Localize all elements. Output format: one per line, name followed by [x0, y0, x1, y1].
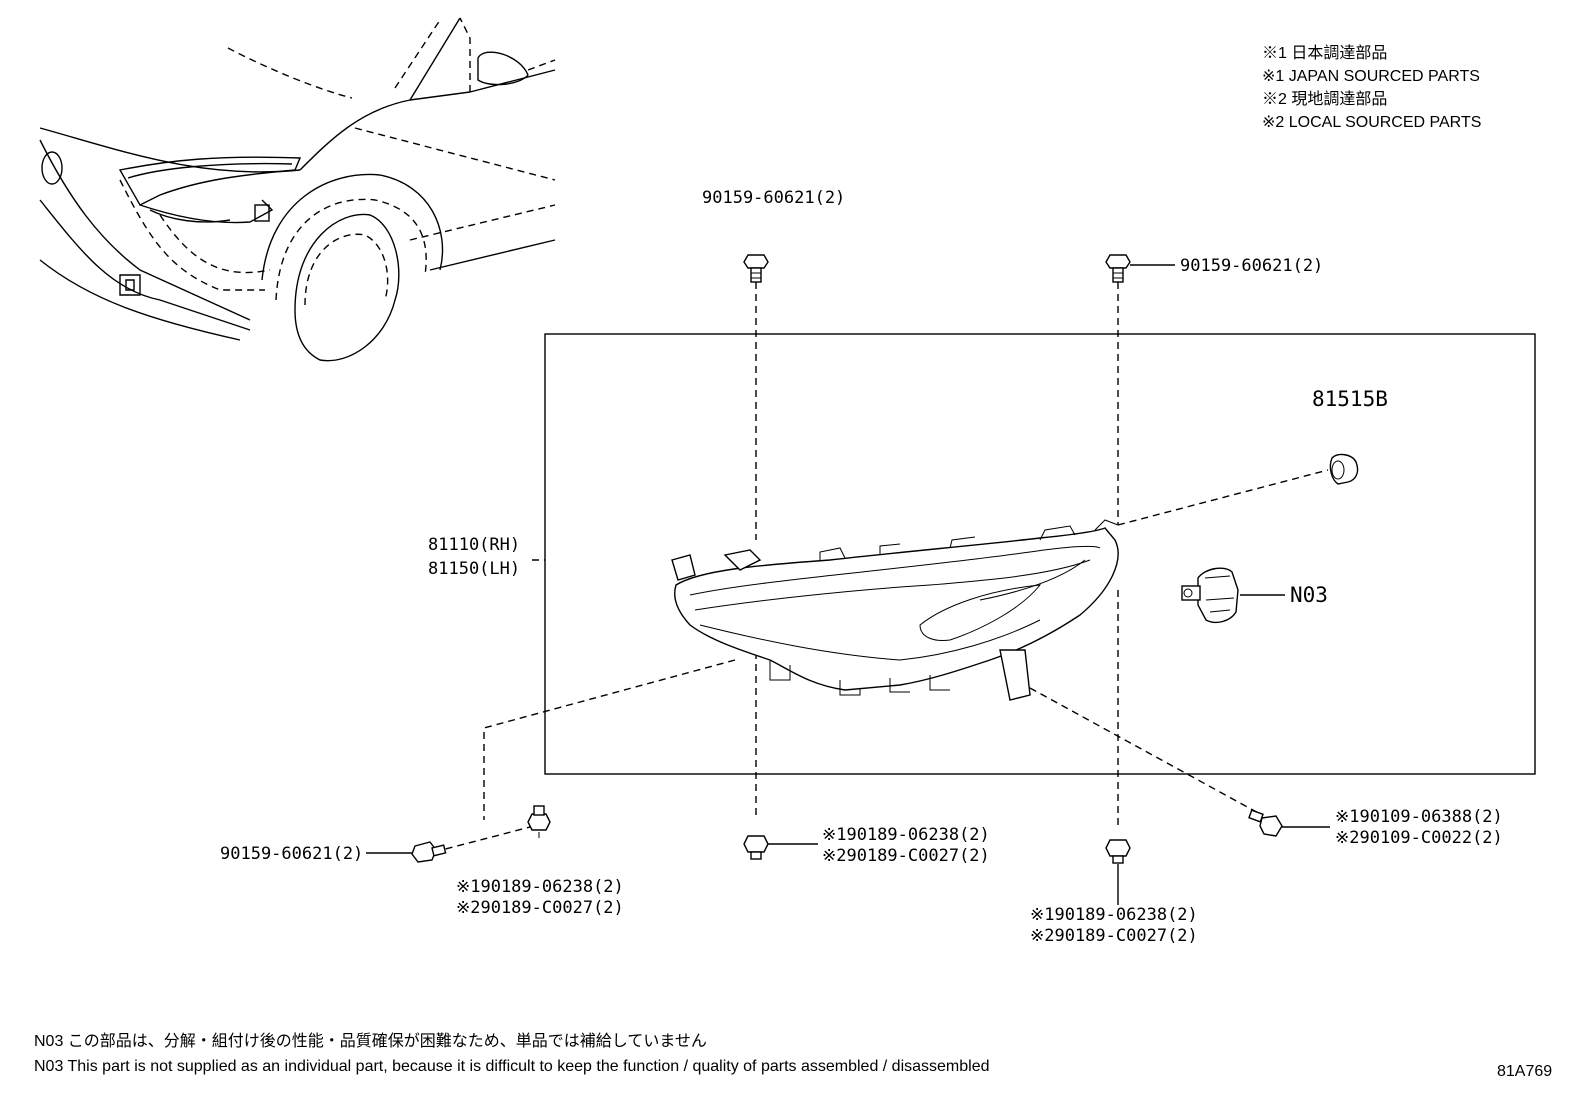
nut-right-icon	[1105, 839, 1131, 864]
label-nut-center-2: ※290189-C0027(2)	[822, 846, 990, 866]
label-nut-center-1: ※190189-06238(2)	[822, 825, 990, 845]
label-socket: 81515B	[1312, 387, 1388, 411]
label-headlamp-lh: 81150(LH)	[428, 559, 520, 579]
assembly-lines	[433, 282, 1329, 853]
label-nut-left-2: ※290189-C0027(2)	[456, 898, 624, 918]
leveling-motor-icon	[1181, 567, 1239, 624]
bolt-top-left-icon	[743, 254, 769, 283]
bolt-top-right-icon	[1105, 254, 1131, 283]
label-screw-right-1: ※190109-06388(2)	[1335, 807, 1503, 827]
legend-line-2: ※1 JAPAN SOURCED PARTS	[1262, 68, 1480, 85]
label-nut-left-1: ※190189-06238(2)	[456, 877, 624, 897]
label-bolt-left: 90159-60621(2)	[220, 844, 363, 864]
label-screw-right-2: ※290109-C0022(2)	[1335, 828, 1503, 848]
nut-center-icon	[743, 835, 769, 860]
label-motor: N03	[1290, 583, 1328, 607]
note-japanese: N03 この部品は、分解・組付け後の性能・品質確保が困難なため、単品では補給して…	[34, 1032, 707, 1050]
legend-line-4: ※2 LOCAL SOURCED PARTS	[1262, 114, 1481, 131]
legend: ※1 日本調達部品 ※1 JAPAN SOURCED PARTS ※2 現地調達…	[1262, 44, 1481, 131]
legend-line-1: ※1 日本調達部品	[1262, 44, 1387, 62]
nut-left-icon	[527, 805, 551, 831]
vehicle-front-illustration	[39, 17, 556, 362]
screw-right-icon	[1248, 809, 1283, 837]
assembly-frame	[544, 333, 1536, 775]
headlamp-assembly-icon	[671, 519, 1119, 701]
bulb-socket-icon	[1329, 453, 1359, 485]
label-nut-right-1: ※190189-06238(2)	[1030, 905, 1198, 925]
label-headlamp-rh: 81110(RH)	[428, 535, 520, 555]
label-nut-right-2: ※290189-C0027(2)	[1030, 926, 1198, 946]
label-bolt-top-right: 90159-60621(2)	[1180, 256, 1323, 276]
bolt-left-icon	[411, 841, 447, 863]
figure-code: 81A769	[1497, 1063, 1552, 1080]
note-english: N03 This part is not supplied as an indi…	[34, 1058, 990, 1075]
legend-line-3: ※2 現地調達部品	[1262, 90, 1387, 108]
label-bolt-top-left: 90159-60621(2)	[702, 188, 845, 208]
